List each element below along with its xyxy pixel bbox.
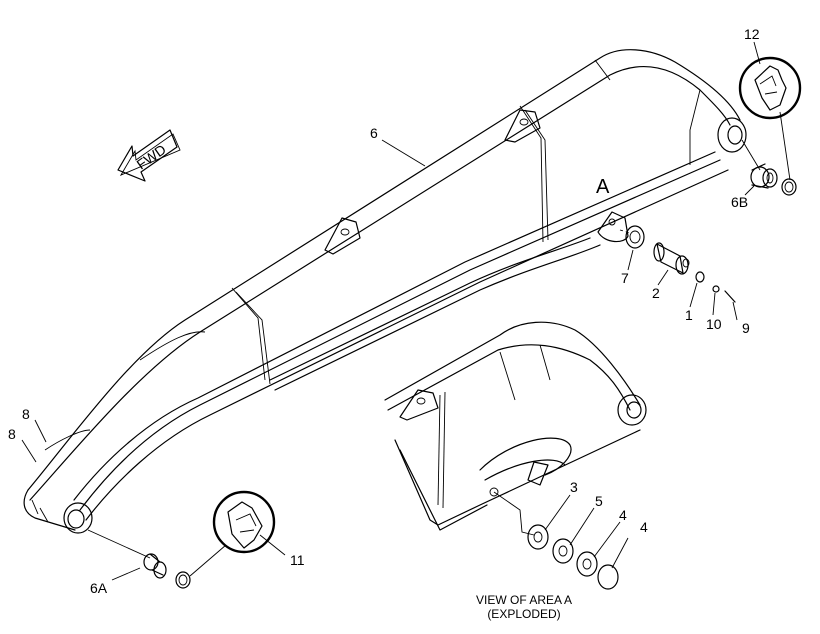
washer-4b bbox=[597, 564, 619, 590]
view-caption-title: VIEW OF AREA A bbox=[476, 593, 572, 607]
nut-10 bbox=[712, 285, 720, 293]
washer-4a bbox=[576, 551, 598, 577]
mounting-bracket-top bbox=[504, 109, 541, 143]
washer-5 bbox=[552, 538, 574, 564]
area-a-bracket bbox=[597, 211, 629, 243]
callout-labels: 6 12 6B A 7 2 1 10 9 8 8 6A 11 3 5 4 4 bbox=[8, 26, 760, 596]
o-ring-12 bbox=[781, 178, 797, 196]
stick-foot-boss bbox=[23, 489, 93, 534]
pin-2 bbox=[653, 242, 690, 275]
detail-view-12 bbox=[738, 56, 802, 120]
washer-1 bbox=[695, 271, 705, 283]
callout-7: 7 bbox=[621, 270, 629, 286]
leader-lines bbox=[21, 41, 761, 581]
bushing-6b bbox=[750, 163, 778, 189]
mounting-bracket-mid bbox=[324, 217, 361, 255]
fwd-arrow-icon: FWD bbox=[117, 129, 181, 182]
o-ring-11 bbox=[175, 571, 191, 589]
bushing-6a bbox=[143, 553, 167, 579]
callout-9: 9 bbox=[742, 320, 750, 336]
callout-6b: 6B bbox=[731, 194, 748, 210]
callout-4-lower: 4 bbox=[640, 519, 648, 535]
callout-11: 11 bbox=[290, 552, 305, 568]
callout-4-upper: 4 bbox=[619, 507, 627, 523]
fwd-label: FWD bbox=[134, 141, 169, 172]
callout-10: 10 bbox=[706, 316, 722, 332]
washer-7 bbox=[625, 225, 645, 249]
stick-body bbox=[27, 49, 741, 521]
callout-1: 1 bbox=[685, 307, 693, 323]
washer-3 bbox=[527, 524, 549, 550]
area-a-inset bbox=[384, 321, 647, 531]
callout-12: 12 bbox=[744, 26, 760, 42]
detail-view-11 bbox=[212, 490, 276, 554]
callout-2: 2 bbox=[652, 285, 660, 301]
callout-3: 3 bbox=[570, 479, 578, 495]
callout-8-lower: 8 bbox=[8, 426, 16, 442]
view-caption-subtitle: (EXPLODED) bbox=[487, 607, 560, 621]
callout-6a: 6A bbox=[90, 580, 108, 596]
bolt-9 bbox=[724, 290, 736, 303]
callout-6: 6 bbox=[370, 125, 378, 141]
stick-tip-boss bbox=[717, 117, 747, 153]
area-label-a: A bbox=[596, 176, 610, 198]
callout-5: 5 bbox=[595, 493, 603, 509]
callout-8-upper: 8 bbox=[22, 406, 30, 422]
